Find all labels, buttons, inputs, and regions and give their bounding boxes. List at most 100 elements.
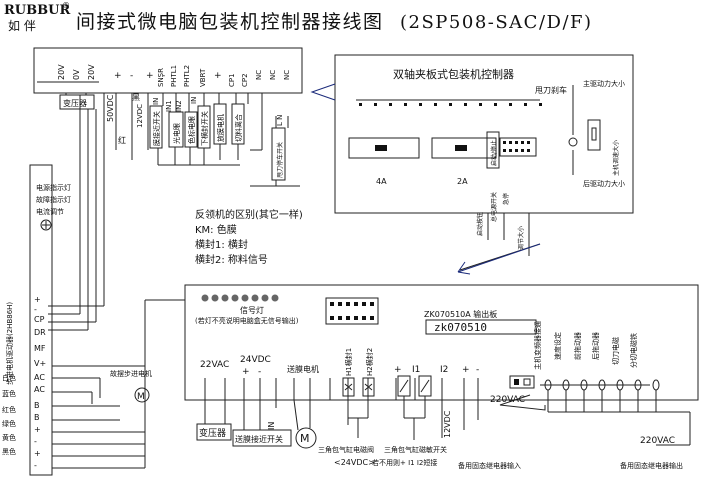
film-motor-label: 送膜电机	[287, 364, 319, 374]
terminal-label: CP2	[241, 73, 249, 87]
sensor-note: 若不用则+ I1 I2短接	[372, 458, 437, 467]
terminal-label: NC	[255, 70, 263, 80]
device-label: 放膜电机	[216, 114, 225, 142]
stepper-driver-outline	[29, 164, 53, 476]
motor-symbol: M	[137, 392, 145, 402]
vac22-label: 22VAC	[200, 360, 229, 370]
terminal-label: NC	[283, 70, 291, 80]
in2-label: IN2	[175, 100, 183, 112]
i1-label: I1	[412, 365, 420, 375]
vdc12-bottom-label: 12VDC	[443, 410, 452, 438]
main-power-label: 主驱动力大小	[583, 79, 625, 88]
controller-title: 双轴夹板式包装机控制器	[393, 67, 514, 81]
vdc-label: 50VDC	[106, 94, 115, 122]
ln-label: L N	[276, 115, 284, 126]
motor-speed-label: 主机调速大小	[612, 140, 620, 176]
terminal-label: +	[146, 71, 154, 81]
wire-color: 黄色	[2, 433, 16, 442]
wire-color: 白色	[2, 373, 16, 382]
wire-color: 绿色	[2, 419, 16, 428]
output-board: 信号灯 (若灯不亮说明电脑盒无信号输出) ZK070510A 输出板 zk070…	[184, 284, 699, 401]
pin-label: -	[34, 305, 37, 314]
stepper-label: 电流调节	[36, 207, 64, 216]
notes: 反领机的区别(其它一样) KM: 色膜 横封1: 横封 横封2: 称料信号	[195, 208, 303, 266]
terminal-label: CP1	[228, 73, 236, 87]
emergency-label: 急停	[502, 193, 510, 205]
pin-label: +	[34, 425, 41, 434]
pin-label: B	[34, 413, 40, 422]
wire-color: 黑色	[2, 447, 16, 456]
side-label: 启动按钮	[476, 212, 484, 236]
note-heng1: 横封1: 横封	[195, 238, 248, 251]
controller-terminal-row	[359, 103, 542, 106]
fuse-4a-label: 4A	[376, 177, 387, 186]
brand-name: RUBBUR	[4, 3, 70, 18]
output-labels: 主机变频器接通 速度设定 前拖动器 后拖动器 切刀电磁 分切电磁铁	[533, 321, 638, 370]
vdc12-label: 12VDC	[136, 104, 144, 128]
output-label: 前拖动器	[573, 332, 582, 360]
driver-wires	[52, 299, 185, 469]
svg-text:+: +	[242, 367, 250, 377]
terminal-label: -	[130, 71, 133, 81]
valve-label: 三角包气缸电磁阀	[318, 445, 374, 454]
valve-voltage: <24VDC>	[334, 458, 375, 467]
pin-label: -	[34, 461, 37, 470]
svg-text:+: +	[394, 365, 402, 375]
h1-label: H1横封1	[344, 348, 353, 376]
indicator-title: 信号灯	[240, 305, 264, 315]
film-motor-symbol: M	[300, 432, 310, 445]
output-label: 速度设定	[553, 332, 562, 360]
pin-label: B	[34, 401, 40, 410]
top-wires	[65, 93, 300, 187]
vdc24-label: 24VDC	[240, 355, 271, 365]
pin-label: MF	[34, 344, 46, 353]
terminal-label: PHTL2	[183, 65, 191, 87]
board-model-box: zk070510	[434, 321, 487, 334]
device-label: 色标电眼	[187, 116, 196, 144]
controller-outline	[334, 54, 634, 214]
model-number: (2SP508-SAC/D/F)	[400, 12, 593, 33]
terminal-label: +	[214, 71, 222, 81]
pin-label: -	[34, 437, 37, 446]
page-title: 间接式微电脑包装机控制器接线图	[76, 11, 384, 33]
note-heng2: 横封2: 称料信号	[195, 253, 268, 266]
output-label: 分切电磁铁	[629, 333, 638, 368]
motor-label: 故摆步进电机	[110, 369, 152, 378]
prox-switch-label: 送膜接近开关	[235, 434, 283, 444]
rear-power-label: 后驱动力大小	[583, 179, 625, 188]
svg-text:-: -	[258, 367, 261, 377]
top-terminal-block: 20V 0V 20V + - + - SNSR PHTL1 PHTL2 VBRT…	[33, 47, 303, 331]
start-stop-label: 启动/停止	[490, 140, 498, 166]
terminal-label: NC	[269, 70, 277, 80]
h2-label: H2横封2	[365, 348, 374, 376]
pin-label: AC	[34, 373, 45, 382]
pin-label: V+	[34, 359, 46, 368]
transformer-box	[59, 94, 95, 110]
relay-output-label: 备用固态继电器输出	[620, 461, 683, 470]
driver-model: 步进电机驱动器(2HB86H)	[5, 302, 14, 385]
pin-label: CP	[34, 315, 45, 324]
prox-in-label: IN	[267, 422, 276, 430]
stepper-label: 故障指示灯	[36, 195, 71, 204]
relay-terminals	[540, 379, 660, 391]
in-label: IN	[190, 97, 198, 104]
driver-pins: + - CP DR MF V+ AC AC B B + - + -	[34, 295, 46, 470]
bottom-pins	[204, 378, 479, 400]
output-label: 后拖动器	[591, 332, 600, 360]
device-label: 光电眼	[172, 123, 181, 144]
pin-label: +	[34, 449, 41, 458]
pin-label: AC	[34, 385, 45, 394]
in-label: IN	[152, 98, 160, 105]
brand-chinese: 如 伴	[8, 18, 36, 33]
side-label: 总电源开关	[490, 192, 498, 222]
terminal-label: 20V	[87, 64, 96, 80]
in1-label: IN1	[165, 100, 173, 112]
terminal-left-labels: 20V 0V 20V	[57, 64, 96, 80]
header: RUBBUR ® 如 伴 间接式微电脑包装机控制器接线图 (2SP508-SAC…	[4, 1, 593, 33]
red-wire-label: 红	[118, 135, 126, 145]
stepper-feed-wires	[48, 93, 105, 331]
terminal-label: VBRT	[199, 68, 207, 87]
wire-color: 红色	[2, 405, 16, 414]
side-label: 调节大小	[517, 226, 525, 250]
